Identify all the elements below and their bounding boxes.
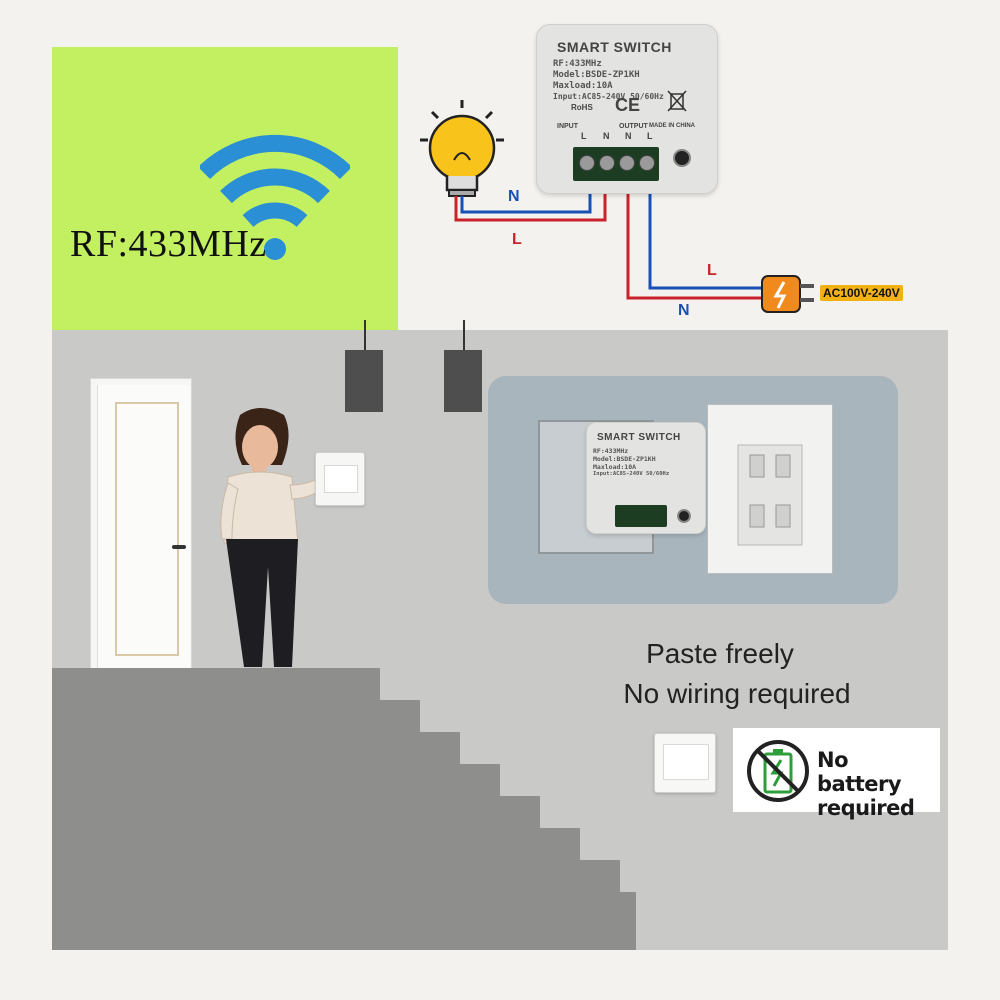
output-label: OUTPUT [619,123,648,130]
switch-rocker[interactable] [324,465,358,493]
terminal-label: N [625,131,632,141]
switch-back-plate [707,404,833,574]
rohs-mark: RoHS [571,103,593,112]
module-spec-line: Maxload:10A [553,81,613,91]
wall-switch[interactable] [315,452,365,506]
module-spec-line: Input:AC85-240V 50/60Hz [553,92,664,101]
pendant-lamp [444,320,482,412]
module-title: SMART SWITCH [557,39,672,55]
live-label-bulb: L [512,231,522,248]
terminal-label: L [581,131,587,141]
smart-switch-module: SMART SWITCH RF:433MHz Model:BSDE-ZP1KH … [536,24,718,194]
module-spec-line: RF:433MHz [553,59,602,69]
smart-switch-module-photo: SMART SWITCH RF:433MHz Model:BSDE-ZP1KH … [586,422,706,534]
pendant-lamp [345,320,383,412]
power-plug-icon [761,275,814,313]
supply-voltage-label: AC100V-240V [820,285,903,301]
input-label: INPUT [557,123,578,130]
terminal-block [615,505,667,527]
caption-paste-freely: Paste freely [646,638,794,669]
wifi-icon [200,135,350,260]
no-battery-line2: required [817,796,915,820]
neutral-label-bulb: N [508,188,520,205]
wiring-diagram [420,100,814,313]
light-bulb-icon [420,100,504,197]
terminal-screw [579,155,595,171]
module-spec-line: Model:BSDE-ZP1KH [553,70,640,80]
module-spec-line: Maxload:10A [593,463,637,471]
module-title: SMART SWITCH [597,432,681,443]
terminal-screw [599,155,615,171]
terminal-screw [619,155,635,171]
terminal-screw [639,155,655,171]
terminal-label: N [603,131,610,141]
door-handle [172,545,186,549]
pair-button[interactable] [673,149,691,167]
caption-no-wiring: No wiring required [623,678,851,709]
live-label-supply: L [707,262,717,279]
no-battery-line1: No battery [817,748,902,796]
module-spec-line: RF:433MHz [593,447,629,455]
terminal-label: L [647,131,653,141]
staircase [52,668,636,950]
no-battery-badge: No battery required [733,728,940,820]
ce-mark: CE [615,95,641,115]
door-panel [115,402,179,656]
no-battery-icon [747,740,809,802]
made-in-label: MADE IN CHINA [649,123,695,129]
rf-frequency-label: RF:433MHz [70,223,267,265]
weee-bin-icon [667,90,687,112]
wireless-switch[interactable] [654,733,716,793]
woman-figure [220,408,334,667]
door [97,385,190,670]
module-spec-line: Input:AC85-240V 50/60Hz [593,471,670,477]
switch-rocker[interactable] [663,744,709,780]
neutral-label-supply: N [678,302,690,319]
module-spec-line: Model:BSDE-ZP1KH [593,455,656,463]
pair-button[interactable] [677,509,691,523]
rf-panel [52,47,398,330]
no-battery-text: No battery required [817,748,937,820]
